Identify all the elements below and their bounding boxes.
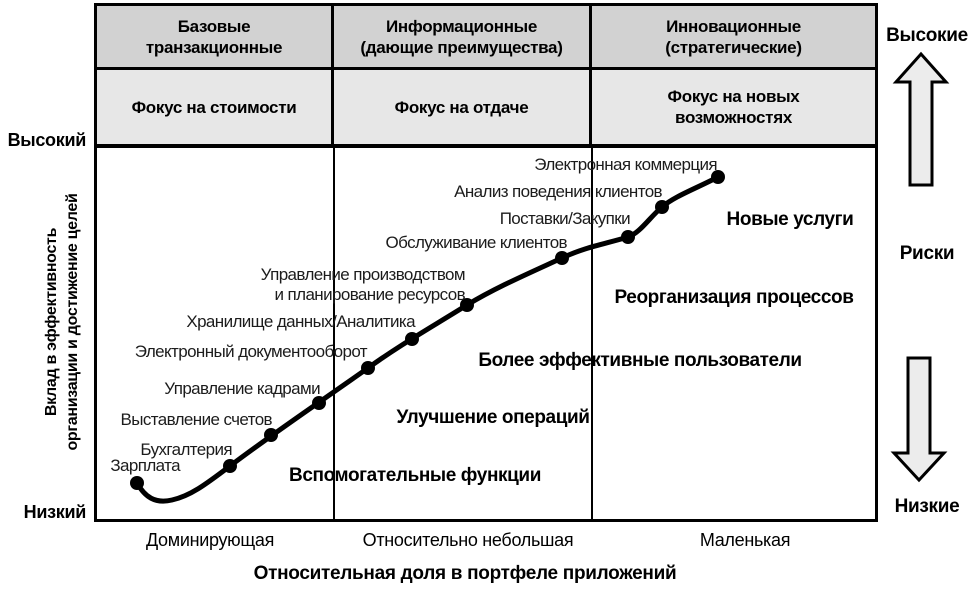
point-label-payroll: Зарплата — [110, 456, 180, 475]
point-hr — [312, 396, 326, 410]
point-label-dwh: Хранилище данных/Аналитика — [186, 312, 415, 331]
point-edm — [361, 361, 375, 375]
point-label-erp-line1: Управление производством — [260, 265, 466, 284]
point-erp — [460, 298, 474, 312]
header-basic-line2: транзакционные — [145, 37, 283, 57]
focus-cell-opportunities: Фокус на новых возможностях — [592, 70, 875, 144]
focus-cell-cost: Фокус на стоимости — [97, 70, 334, 144]
header-informational-line2: (дающие преимущества) — [360, 37, 563, 57]
focus-cell-return: Фокус на отдаче — [334, 70, 592, 144]
point-procurement — [621, 230, 635, 244]
plot-area: Зарплата Бухгалтерия Выставление счетов … — [94, 145, 878, 522]
header-basic-line1: Базовые — [177, 16, 251, 36]
region-label-process-reorg: Реорганизация процессов — [614, 287, 854, 308]
region-label-operations: Улучшение операций — [396, 407, 590, 428]
header-informational-line1: Информационные — [385, 16, 538, 36]
point-label-edm: Электронный документооборот — [134, 342, 368, 361]
point-payroll — [130, 476, 144, 490]
curve-points — [130, 170, 725, 490]
category-header-table: Базовые транзакционные Информационные (д… — [94, 3, 878, 147]
down-arrow-icon — [890, 356, 948, 483]
risk-arrows — [890, 51, 950, 483]
point-customer-analytics — [655, 200, 669, 214]
point-label-customer-service: Обслуживание клиентов — [385, 233, 568, 252]
column-divider-1 — [333, 148, 335, 519]
point-label-billing: Выставление счетов — [120, 410, 272, 429]
risk-low-label: Низкие — [894, 496, 960, 517]
y-axis-title-line1: Вклад в эффективность — [43, 227, 60, 417]
x-tick-relatively-small: Относительно небольшая — [362, 530, 574, 550]
point-label-accounting: Бухгалтерия — [140, 440, 232, 459]
focus-cost-label: Фокус на стоимости — [131, 97, 297, 117]
focus-opportunities-line2: возможностях — [675, 108, 792, 127]
risk-axis-label: Риски — [899, 243, 955, 264]
point-label-ecommerce: Электронная коммерция — [534, 155, 717, 174]
point-label-erp-line2: и планирование ресурсов — [274, 285, 466, 304]
header-innovative-line2: (стратегические) — [665, 37, 802, 57]
region-label-support-functions: Вспомогательные функции — [289, 465, 541, 486]
column-divider-2 — [591, 148, 593, 519]
point-label-erp: Управление производством и планирование … — [260, 265, 466, 305]
point-ecommerce — [711, 170, 725, 184]
y-axis-title-line2: организации и достижение целей — [64, 193, 81, 451]
x-tick-small: Маленькая — [699, 530, 791, 550]
point-customer-service — [555, 251, 569, 265]
y-axis-title: Вклад в эффективность организации и дост… — [41, 142, 85, 502]
curve-path — [134, 174, 721, 504]
risk-high-label: Высокие — [886, 25, 968, 46]
point-label-customer-analytics: Анализ поведения клиентов — [454, 182, 662, 201]
growth-curve — [130, 170, 725, 504]
y-axis-high-label: Высокий — [7, 130, 87, 150]
header-cell-basic: Базовые транзакционные — [97, 6, 334, 70]
up-arrow-icon — [892, 51, 950, 187]
header-cell-informational: Информационные (дающие преимущества) — [334, 6, 592, 70]
header-cell-innovative: Инновационные (стратегические) — [592, 6, 875, 70]
point-accounting — [223, 459, 237, 473]
x-axis-title: Относительная доля в портфеле приложений — [253, 563, 677, 584]
point-dwh — [405, 332, 419, 346]
focus-return-label: Фокус на отдаче — [394, 97, 529, 117]
point-label-procurement: Поставки/Закупки — [499, 209, 631, 228]
region-label-new-services: Новые услуги — [726, 209, 854, 230]
focus-opportunities-line1: Фокус на новых — [667, 87, 800, 106]
region-label-effective-users: Более эффективные пользователи — [478, 350, 802, 371]
point-billing — [264, 428, 278, 442]
x-tick-dominant: Доминирующая — [145, 530, 275, 550]
header-innovative-line1: Инновационные — [666, 16, 801, 36]
y-axis-low-label: Низкий — [23, 502, 87, 522]
point-label-hr: Управление кадрами — [164, 379, 320, 398]
